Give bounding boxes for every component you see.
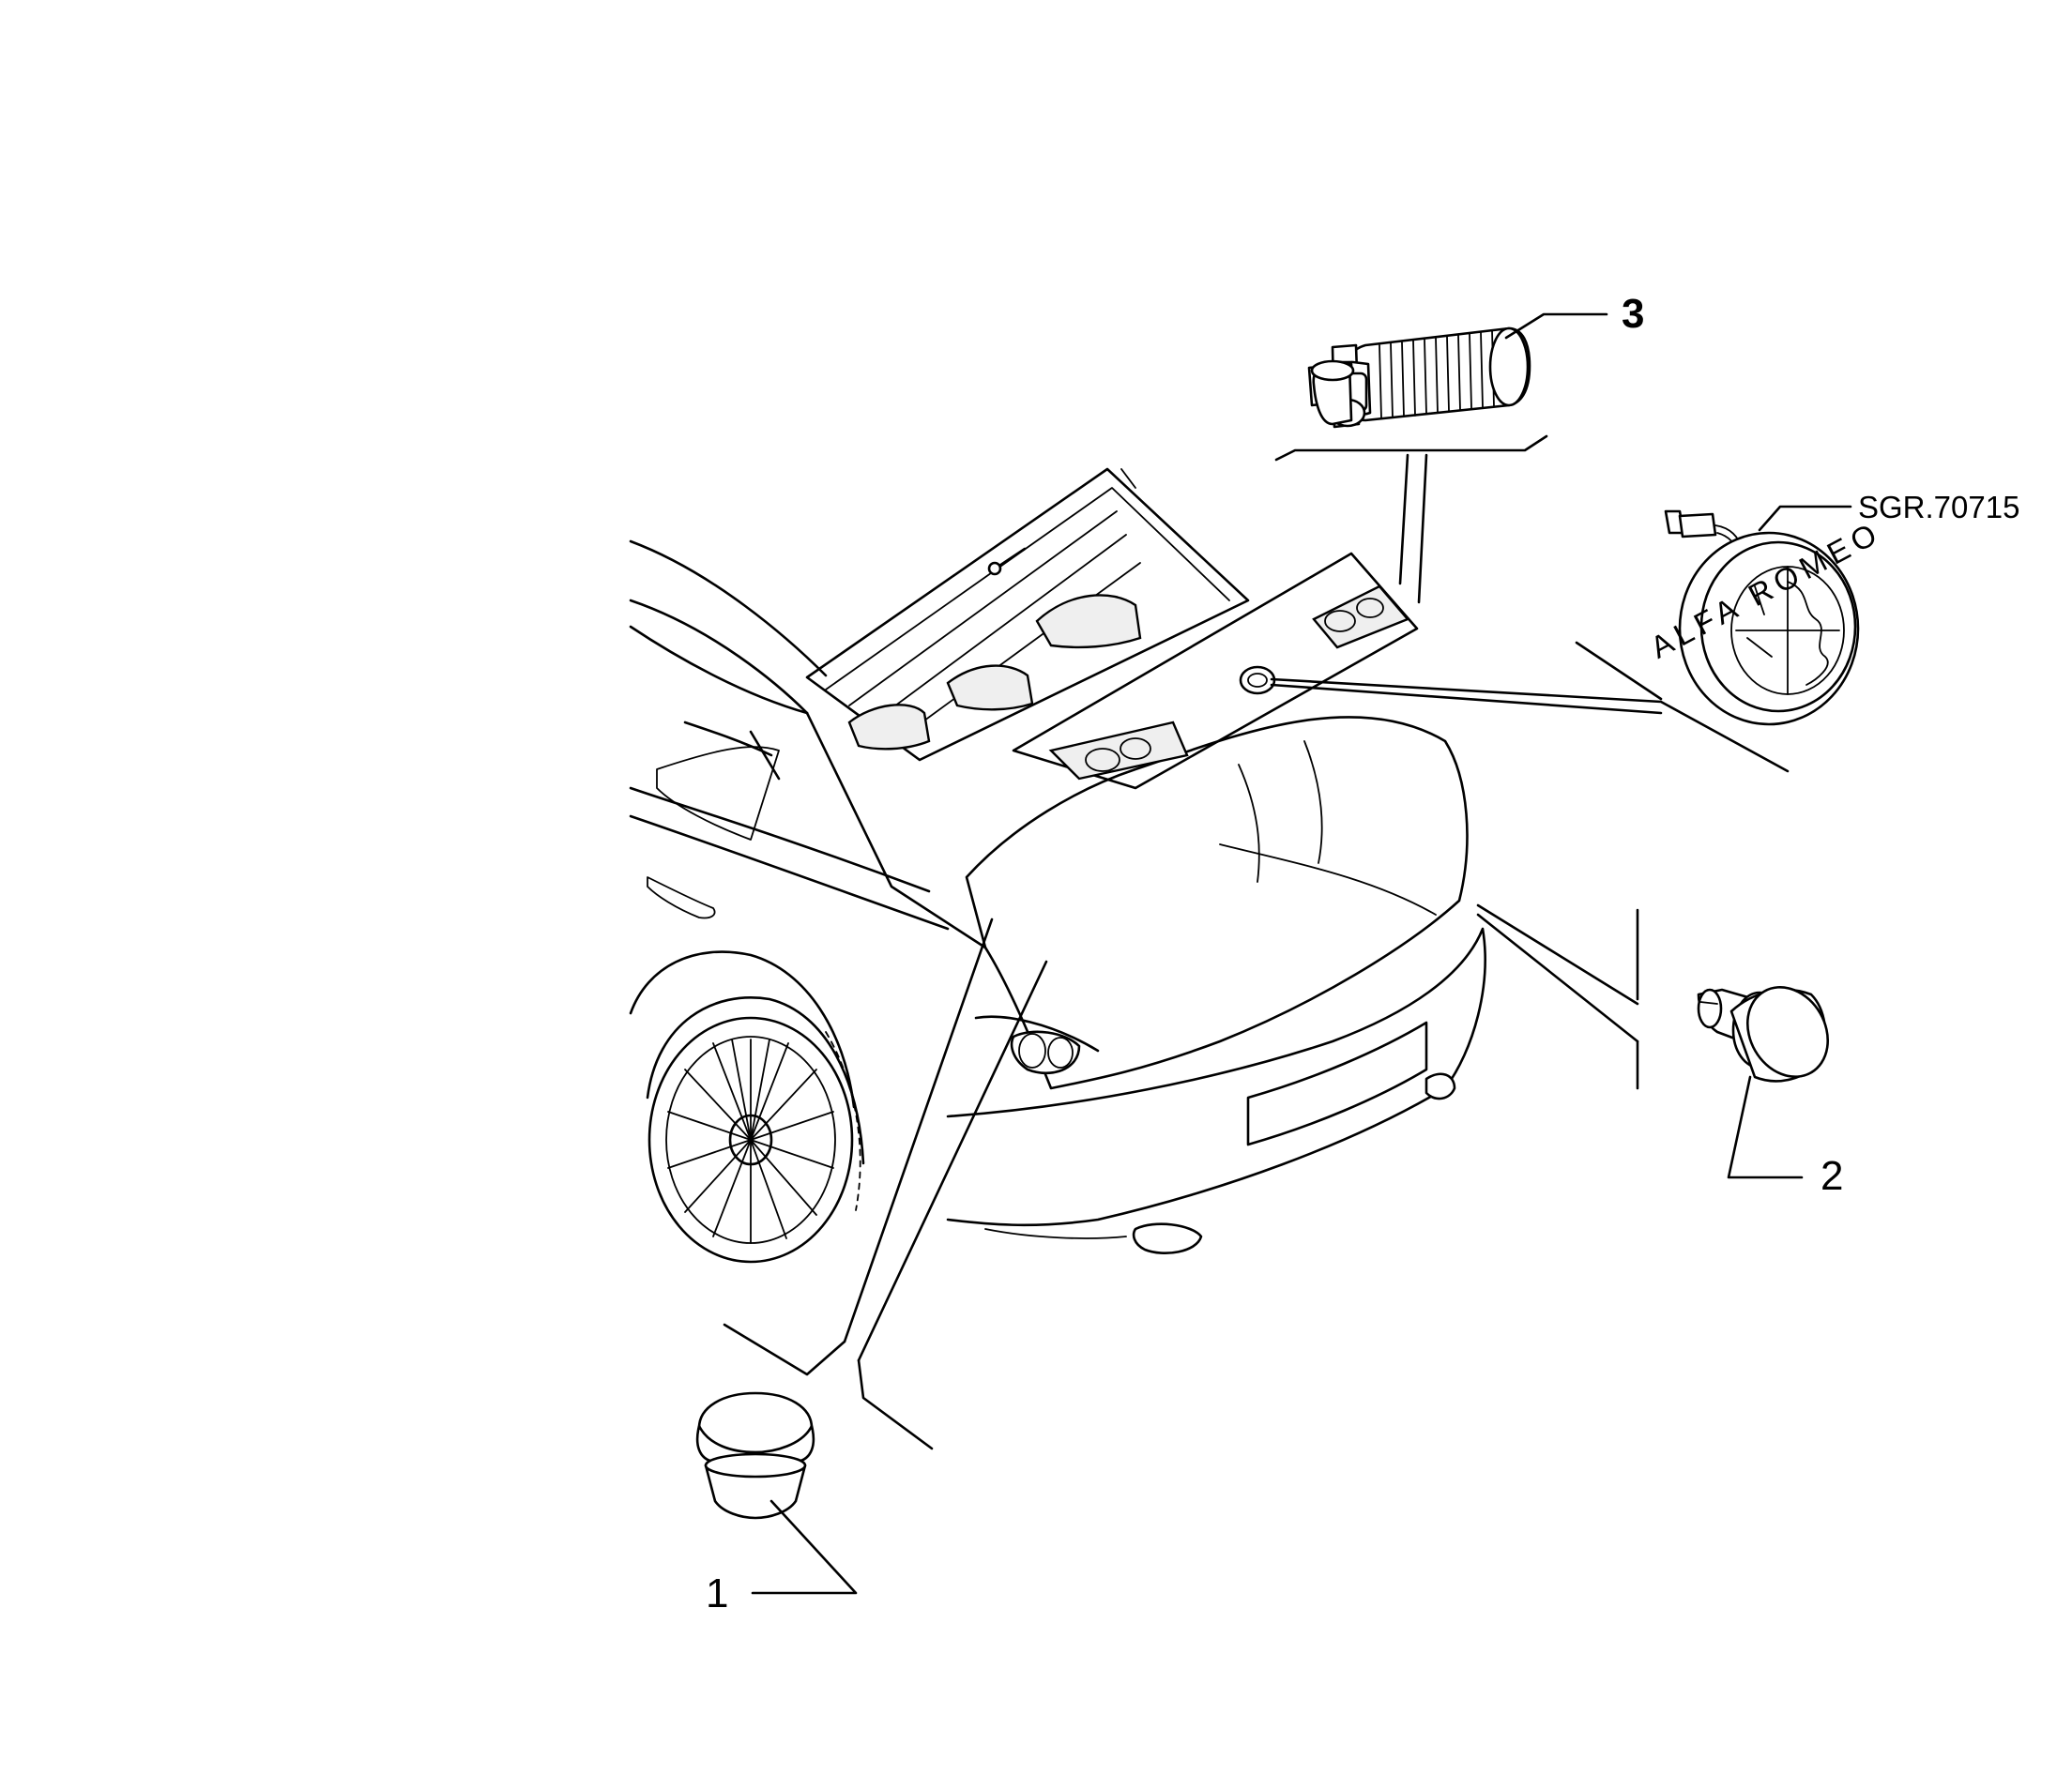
alfa-romeo-emblem: ALFA ROMEO xyxy=(1645,509,1887,726)
callouts: 3 SGR.70715 2 1 xyxy=(706,291,2019,1616)
rear-wheel xyxy=(648,1016,861,1264)
part-2-plug xyxy=(1697,986,1830,1083)
callout-1: 1 xyxy=(706,1570,728,1616)
reference-code: SGR.70715 xyxy=(1858,490,2019,524)
rear-bumper xyxy=(946,927,1486,1227)
part-3-bump-stop xyxy=(1307,326,1531,429)
car-rear-view xyxy=(629,467,1486,1264)
trunk-lid xyxy=(965,716,1469,1090)
callout-3: 3 xyxy=(1622,291,1644,337)
part-1-rubber-plug xyxy=(695,1391,815,1520)
leader-lines xyxy=(723,434,1790,1450)
callout-2: 2 xyxy=(1821,1153,1843,1199)
trunk-emblem xyxy=(1239,665,1276,695)
